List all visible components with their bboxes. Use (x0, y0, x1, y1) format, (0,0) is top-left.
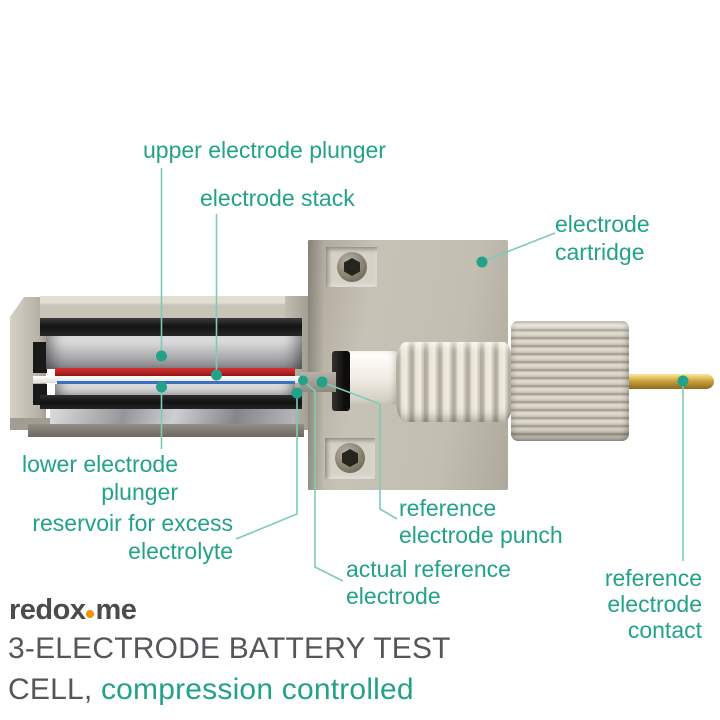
label-lower-electrode-plunger: lower electrode plunger (0, 450, 178, 506)
separator-white-layer (33, 376, 307, 383)
product-title: 3-ELECTRODE BATTERY TEST CELL, compressi… (8, 628, 451, 710)
logo-text-me: me (95, 594, 137, 626)
electrode-stack-blue-layer (57, 381, 295, 384)
label-reference-electrode-contact: reference electrode contact (590, 565, 702, 643)
cartridge-left-shadow (308, 240, 324, 490)
title-line2: CELL, compression controlled (8, 669, 451, 710)
lower-plunger-top-band (55, 384, 295, 395)
label-text: electrode (607, 591, 702, 617)
label-text: electrode (555, 211, 650, 237)
label-electrode-cartridge: electrode cartridge (555, 210, 650, 266)
title-line1: 3-ELECTRODE BATTERY TEST (8, 632, 451, 665)
label-text: contact (627, 617, 702, 643)
logo-text-redox: redox (9, 594, 86, 626)
lower-o-ring-seal (40, 395, 302, 409)
label-electrode-stack: electrode stack (200, 185, 355, 212)
title-cell: CELL, (8, 673, 93, 706)
label-text: reservoir for excess (32, 510, 233, 536)
label-text: electrolyte (128, 538, 233, 564)
label-text: plunger (101, 479, 178, 505)
title-highlight: compression controlled (100, 673, 414, 706)
hex-socket-icon (344, 258, 360, 276)
electrode-stack-red-layer (55, 368, 295, 377)
cell-base-plate (28, 424, 304, 437)
label-text: reference (399, 495, 497, 521)
knurled-knob (511, 321, 629, 441)
logo-orange-dot-icon (86, 610, 95, 618)
threaded-fitting (396, 342, 513, 422)
label-text: lower electrode (22, 451, 178, 477)
label-text: actual reference (346, 556, 511, 582)
reference-electrode-contact-pin (620, 374, 714, 389)
label-text: electrode stack (200, 185, 355, 211)
reference-electrode-sleeve (348, 351, 398, 404)
upper-o-ring-seal (40, 318, 302, 336)
label-text: upper electrode plunger (143, 137, 386, 163)
hex-socket-screw-bottom (335, 443, 365, 473)
label-text: cartridge (555, 239, 645, 265)
reference-electrode-punch-rod (300, 372, 336, 392)
cell-top-plate (40, 296, 308, 318)
label-reference-electrode-punch: reference electrode punch (399, 495, 563, 549)
hex-socket-screw-top (337, 252, 367, 282)
label-upper-electrode-plunger: upper electrode plunger (143, 137, 386, 164)
label-actual-reference-electrode: actual reference electrode (346, 556, 511, 610)
label-text: electrode punch (399, 522, 563, 548)
label-text: electrode (346, 583, 441, 609)
left-inner-seal-upper (33, 342, 47, 373)
upper-electrode-plunger-part (46, 336, 302, 369)
hex-socket-icon (342, 449, 358, 467)
label-text: reference (604, 565, 702, 591)
label-reservoir: reservoir for excess electrolyte (10, 509, 233, 565)
